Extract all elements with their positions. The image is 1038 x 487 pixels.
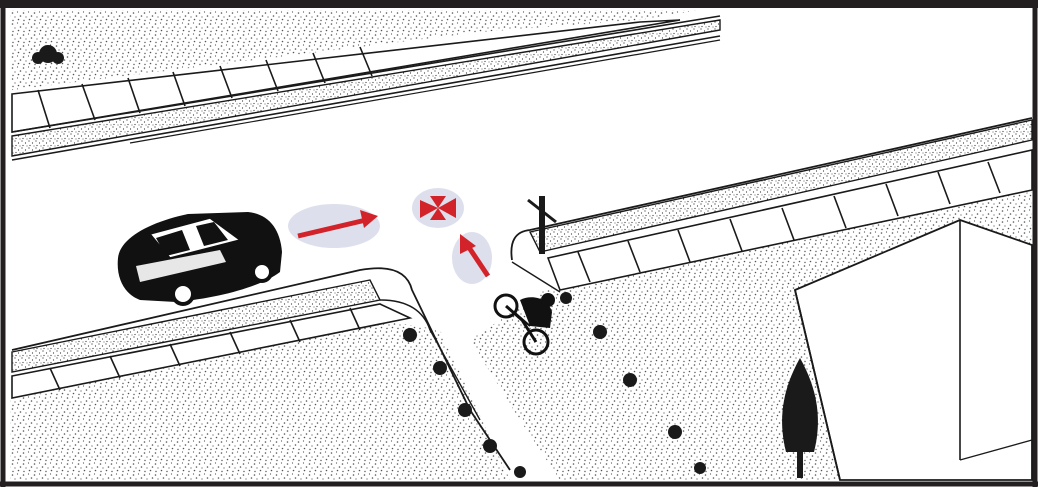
car-direction-arrow	[297, 210, 378, 239]
bicycle-rider	[493, 293, 555, 356]
curb-line-top	[11, 35, 721, 161]
stop-sign-post	[527, 196, 557, 254]
lawn-top-left	[10, 10, 700, 90]
tree	[782, 358, 818, 478]
shrubs	[32, 45, 706, 478]
sidewalk-bottom	[11, 303, 413, 399]
sidewalk-top	[11, 15, 721, 133]
collision-icon	[420, 196, 456, 220]
building	[793, 219, 1033, 481]
curb-line-right	[510, 117, 1033, 261]
sidewalk-right	[546, 149, 1033, 291]
corner-curb-bottom	[11, 267, 511, 471]
curb-strip-right	[528, 119, 1033, 253]
lawn-bottom-left	[10, 320, 510, 480]
curb-strip-top	[11, 19, 721, 157]
bicycle-direction-arrow	[460, 234, 491, 278]
car	[117, 212, 282, 306]
